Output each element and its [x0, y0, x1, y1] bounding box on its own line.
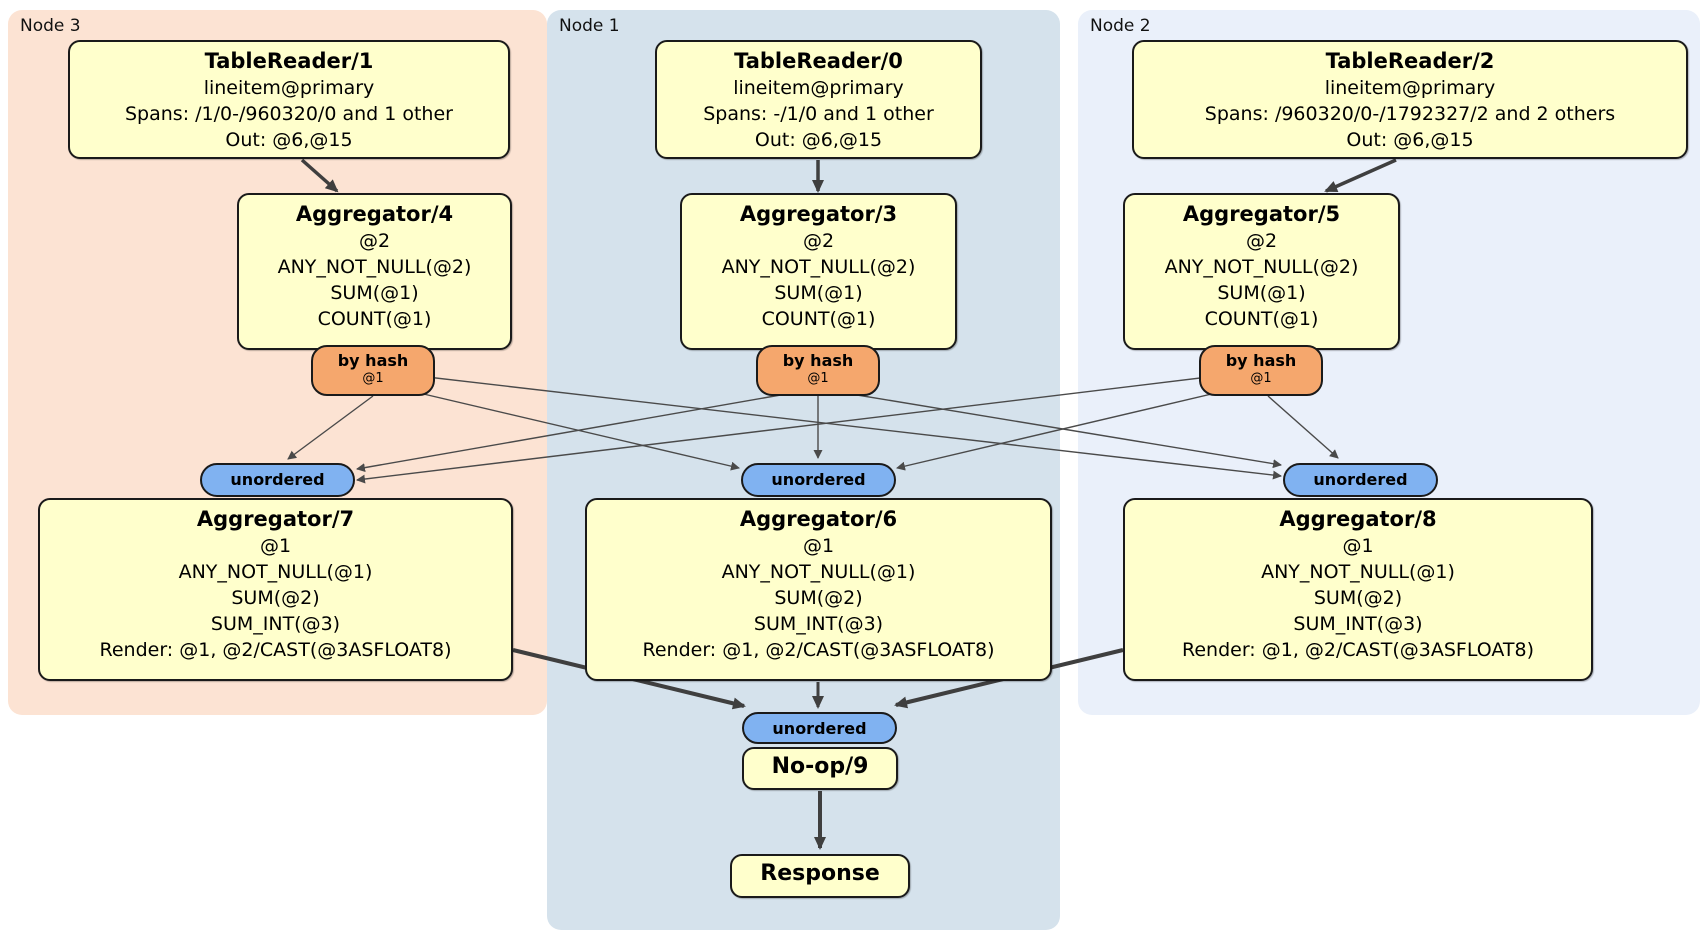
- node-detail: lineitem@primary: [733, 77, 904, 99]
- router-label: by hash: [782, 351, 854, 370]
- node-tablereader-1: TableReader/1 lineitem@primary Spans: /1…: [68, 40, 510, 159]
- node-detail: @2: [802, 230, 835, 252]
- region-node2-label: Node 2: [1090, 16, 1151, 36]
- node-detail: ANY_NOT_NULL(@2): [721, 256, 916, 278]
- sync-unordered-6: unordered: [741, 463, 896, 497]
- node-detail: Render: @1, @2/CAST(@3ASFLOAT8): [99, 639, 452, 661]
- node-detail: Spans: -/1/0 and 1 other: [703, 103, 934, 125]
- node-aggregator-5: Aggregator/5 @2 ANY_NOT_NULL(@2) SUM(@1)…: [1123, 193, 1400, 350]
- node-aggregator-7: Aggregator/7 @1 ANY_NOT_NULL(@1) SUM(@2)…: [38, 498, 513, 681]
- node-detail: COUNT(@1): [1204, 308, 1319, 330]
- node-detail: SUM(@1): [774, 282, 863, 304]
- node-tablereader-2: TableReader/2 lineitem@primary Spans: /9…: [1132, 40, 1688, 159]
- region-node3-label: Node 3: [20, 16, 81, 36]
- node-detail: SUM_INT(@3): [210, 613, 341, 635]
- node-detail: Spans: /1/0-/960320/0 and 1 other: [125, 103, 453, 125]
- node-title: TableReader/0: [734, 49, 903, 73]
- node-detail: ANY_NOT_NULL(@2): [277, 256, 472, 278]
- node-detail: Render: @1, @2/CAST(@3ASFLOAT8): [642, 639, 995, 661]
- node-detail: SUM(@1): [330, 282, 419, 304]
- node-detail: SUM(@2): [231, 587, 320, 609]
- node-title: Aggregator/7: [196, 507, 355, 531]
- router-label: by hash: [1225, 351, 1297, 370]
- sync-unordered-final: unordered: [742, 712, 897, 744]
- node-detail: SUM(@1): [1217, 282, 1306, 304]
- node-detail: Out: @6,@15: [225, 129, 353, 151]
- node-detail: Render: @1, @2/CAST(@3ASFLOAT8): [1182, 639, 1534, 661]
- node-detail: SUM(@2): [1313, 587, 1403, 609]
- region-node1-label: Node 1: [559, 16, 620, 36]
- node-aggregator-3: Aggregator/3 @2 ANY_NOT_NULL(@2) SUM(@1)…: [680, 193, 957, 350]
- router-by-hash-4: by hash @1: [311, 345, 435, 396]
- node-detail: lineitem@primary: [1324, 77, 1496, 99]
- node-title: No-op/9: [771, 754, 869, 779]
- router-hash-columns: @1: [362, 371, 384, 386]
- node-title: Response: [760, 861, 880, 886]
- node-detail: ANY_NOT_NULL(@1): [1261, 561, 1455, 583]
- node-title: TableReader/1: [204, 49, 374, 73]
- node-detail: SUM(@2): [774, 587, 863, 609]
- node-noop-9: No-op/9: [742, 747, 898, 790]
- node-title: Aggregator/6: [739, 507, 898, 531]
- node-title: Aggregator/8: [1279, 507, 1437, 531]
- sync-label: unordered: [230, 470, 325, 489]
- node-detail: Spans: /960320/0-/1792327/2 and 2 others: [1204, 103, 1616, 125]
- router-hash-columns: @1: [807, 371, 829, 386]
- node-title: Aggregator/4: [295, 202, 454, 226]
- router-hash-columns: @1: [1250, 371, 1272, 386]
- router-by-hash-3: by hash @1: [756, 345, 880, 396]
- node-detail: @2: [358, 230, 391, 252]
- node-response: Response: [730, 854, 910, 898]
- node-title: TableReader/2: [1325, 49, 1495, 73]
- node-detail: COUNT(@1): [317, 308, 432, 330]
- node-detail: @1: [259, 535, 292, 557]
- node-detail: Out: @6,@15: [754, 129, 883, 151]
- node-detail: @2: [1245, 230, 1278, 252]
- sync-label: unordered: [772, 719, 867, 738]
- node-detail: @1: [1342, 535, 1374, 557]
- node-detail: SUM_INT(@3): [753, 613, 884, 635]
- node-tablereader-0: TableReader/0 lineitem@primary Spans: -/…: [655, 40, 982, 159]
- router-by-hash-5: by hash @1: [1199, 345, 1323, 396]
- sync-unordered-7: unordered: [200, 463, 355, 497]
- sync-unordered-8: unordered: [1283, 463, 1438, 497]
- node-aggregator-4: Aggregator/4 @2 ANY_NOT_NULL(@2) SUM(@1)…: [237, 193, 512, 350]
- node-detail: ANY_NOT_NULL(@1): [721, 561, 916, 583]
- node-aggregator-6: Aggregator/6 @1 ANY_NOT_NULL(@1) SUM(@2)…: [585, 498, 1052, 681]
- sync-label: unordered: [771, 470, 866, 489]
- node-detail: lineitem@primary: [203, 77, 375, 99]
- node-aggregator-8: Aggregator/8 @1 ANY_NOT_NULL(@1) SUM(@2)…: [1123, 498, 1593, 681]
- node-detail: SUM_INT(@3): [1293, 613, 1423, 635]
- node-detail: COUNT(@1): [761, 308, 876, 330]
- sync-label: unordered: [1313, 470, 1408, 489]
- node-detail: @1: [802, 535, 835, 557]
- node-title: Aggregator/5: [1182, 202, 1341, 226]
- node-detail: ANY_NOT_NULL(@2): [1164, 256, 1359, 278]
- router-label: by hash: [337, 351, 409, 370]
- node-title: Aggregator/3: [739, 202, 898, 226]
- node-detail: Out: @6,@15: [1346, 129, 1474, 151]
- node-detail: ANY_NOT_NULL(@1): [178, 561, 373, 583]
